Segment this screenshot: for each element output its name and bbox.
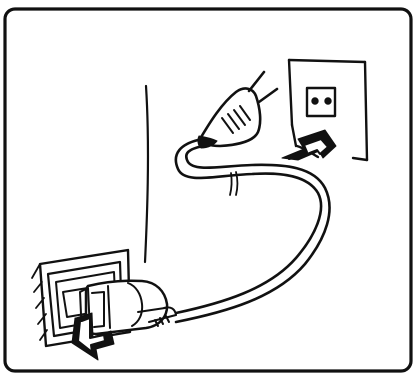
insert-arrow-icon [281, 129, 337, 161]
device-body-edge [143, 84, 150, 264]
insert-arrow-icon [71, 312, 115, 361]
wall-socket-icon [287, 58, 369, 162]
connector-icon [79, 279, 177, 337]
figure-frame [3, 7, 413, 373]
power-plug-icon [197, 70, 279, 149]
power-cord-icon [174, 138, 331, 324]
